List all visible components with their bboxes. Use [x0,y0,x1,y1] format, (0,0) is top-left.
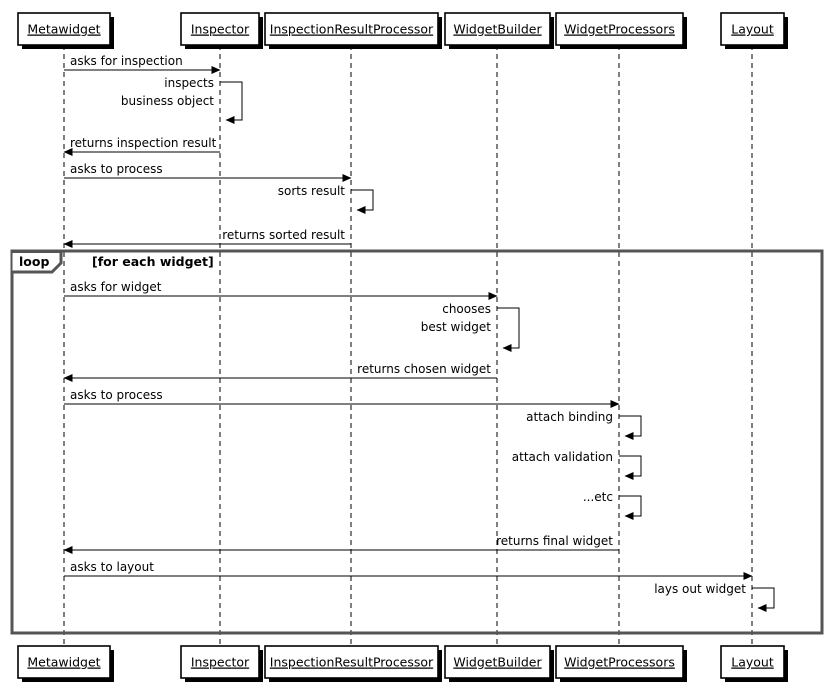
fragment-label-box [12,250,63,274]
participant-name: InspectionResultProcessor [270,22,434,37]
box-outline [444,645,551,679]
participant-box-metawidget-bottom[interactable]: Metawidget [17,645,114,682]
message-m8: chooses best widget [421,302,520,352]
participant-name: Metawidget [27,655,100,670]
fragment-guard: [for each widget] [92,254,214,269]
participant-name: InspectionResultProcessor [270,655,434,670]
message-m10: asks to process [64,388,620,408]
message-label: asks to process [70,162,163,176]
participant-box-irp-top[interactable]: InspectionResultProcessor [264,12,442,49]
message-m15: asks to layout [64,560,753,580]
message-label: best widget [421,320,492,334]
participant-name: WidgetProcessors [564,22,675,37]
message-label: asks to process [70,388,163,402]
participant-boxes-layer: MetawidgetMetawidgetInspectorInspectorIn… [17,12,788,682]
participant-box-layout-top[interactable]: Layout [720,12,788,49]
participant-name: Inspector [191,22,250,37]
self-call-path [619,455,642,480]
fragment-border [10,249,824,635]
participant-box-inspector-bottom[interactable]: Inspector [180,645,263,682]
participant-name: Metawidget [27,22,100,37]
participant-name: WidgetProcessors [564,655,675,670]
participant-box-irp-bottom[interactable]: InspectionResultProcessor [264,645,442,682]
participant-box-inspector-top[interactable]: Inspector [180,12,263,49]
message-label: returns final widget [496,534,613,548]
message-m16: lays out widget [654,582,775,612]
message-m12: attach validation [512,450,642,480]
participant-name: Layout [731,655,774,670]
box-outline [264,12,439,46]
message-m3: returns inspection result [63,136,220,156]
message-label: lays out widget [654,582,746,596]
participant-box-layout-bottom[interactable]: Layout [720,645,788,682]
message-m5: sorts result [278,184,374,214]
messages-layer: asks for inspection inspects business obje… [63,54,775,612]
message-m4: asks to process [64,162,352,182]
box-outline [720,645,785,679]
message-label: sorts result [278,184,346,198]
box-outline [555,645,684,679]
self-call-path [220,81,243,124]
self-call-path [619,495,642,520]
participant-box-widgetproc-bottom[interactable]: WidgetProcessors [555,645,687,682]
message-m6: returns sorted result [63,228,351,248]
message-m2: inspects business object [121,76,243,124]
box-outline [180,645,260,679]
message-label: attach binding [526,410,613,424]
box-outline [555,12,684,46]
message-label: returns sorted result [222,228,345,242]
message-label: attach validation [512,450,613,464]
message-label: chooses [442,302,491,316]
participant-box-metawidget-top[interactable]: Metawidget [17,12,114,49]
message-m11: attach binding [526,410,642,440]
message-label: asks for inspection [70,54,183,68]
participant-name: WidgetBuilder [453,655,542,670]
self-call-path [497,307,520,352]
message-m13: ...etc [583,490,642,520]
fragment-loop: loop [for each widget] [10,249,824,635]
box-outline [17,645,111,679]
message-label: business object [121,94,214,108]
message-label: inspects [164,76,214,90]
message-m9: returns chosen widget [63,362,497,382]
lifelines-layer [63,45,753,646]
participant-name: Inspector [191,655,250,670]
participant-name: Layout [731,22,774,37]
message-label: asks for widget [70,280,162,294]
participant-box-widgetproc-top[interactable]: WidgetProcessors [555,12,687,49]
self-call-path [619,415,642,440]
box-outline [444,12,551,46]
message-label: returns chosen widget [357,362,491,376]
message-label: asks to layout [70,560,154,574]
message-m14: returns final widget [63,534,619,554]
message-m1: asks for inspection [64,54,221,74]
box-outline [264,645,439,679]
self-call-path [351,189,374,214]
box-outline [17,12,111,46]
fragment-keyword: loop [19,254,49,269]
participant-name: WidgetBuilder [453,22,542,37]
message-label: ...etc [583,490,613,504]
participant-box-widgetbuilder-top[interactable]: WidgetBuilder [444,12,554,49]
participant-box-widgetbuilder-bottom[interactable]: WidgetBuilder [444,645,554,682]
fragments-layer: loop [for each widget] [10,249,824,635]
box-outline [180,12,260,46]
box-outline [720,12,785,46]
message-label: returns inspection result [70,136,217,150]
message-m7: asks for widget [64,280,498,300]
self-call-path [752,587,775,612]
